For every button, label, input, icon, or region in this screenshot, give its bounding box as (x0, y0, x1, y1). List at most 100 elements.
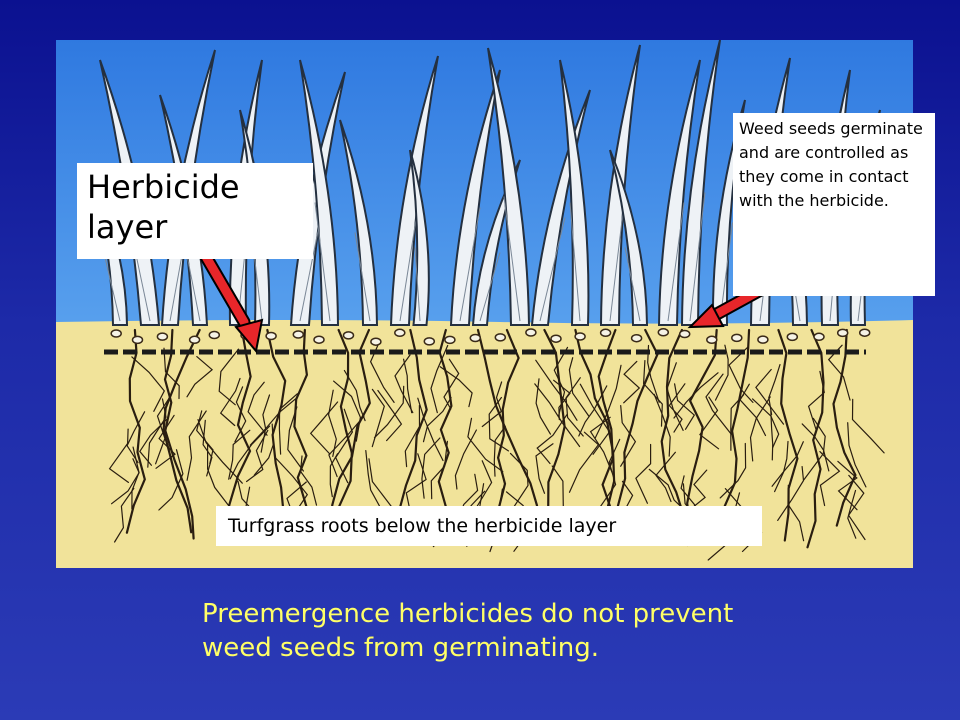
root-branch (403, 358, 413, 414)
root-branch (535, 378, 551, 435)
root-branch (219, 377, 241, 427)
root-branch (599, 438, 621, 508)
root-branch (405, 453, 427, 520)
root-branch (278, 393, 298, 455)
root-branch (774, 440, 789, 493)
root-branch (186, 356, 214, 398)
root-strand (331, 328, 371, 530)
weed-seed (265, 331, 277, 341)
root-branch (568, 357, 590, 417)
weed-seed (599, 328, 612, 338)
root-strand (163, 328, 195, 540)
root-branch (229, 425, 271, 480)
root-branch (739, 383, 767, 437)
root-branch (111, 458, 140, 505)
root-branch (430, 440, 448, 500)
root-branch (131, 356, 166, 412)
root-branch (430, 344, 449, 414)
root-branch (847, 489, 857, 539)
root-branch (755, 368, 785, 425)
weed-seed (156, 332, 169, 341)
root-branch (287, 406, 304, 472)
root-branch (309, 401, 339, 455)
root-branch (371, 388, 385, 448)
root-branch (481, 381, 503, 428)
root-branch (439, 366, 473, 408)
root-branch (343, 369, 366, 422)
grass-blade (449, 69, 501, 326)
root-branch (394, 354, 414, 414)
root-branch (535, 443, 554, 494)
root-strand (389, 328, 428, 534)
root-branch (714, 344, 729, 401)
root-branch (534, 383, 581, 448)
root-branch (719, 442, 747, 499)
root-branch (771, 441, 804, 487)
weed-seeds-label: Weed seeds germinate and are controlled … (733, 113, 935, 296)
root-branch (589, 416, 613, 473)
root-branch (234, 386, 247, 443)
root-branch (249, 397, 298, 446)
root-branch (803, 417, 826, 481)
weed-seed (858, 328, 871, 337)
root-branch (851, 398, 885, 454)
grass-blade-vein (104, 257, 121, 322)
root-branch (207, 443, 234, 513)
weed-seed (731, 333, 743, 343)
root-branch (770, 410, 774, 461)
root-branch (642, 360, 663, 427)
grass-blade-vein (479, 252, 501, 322)
weed-seed (469, 333, 482, 343)
grass-blade-vein (667, 202, 685, 322)
weed-seed (494, 333, 507, 342)
root-branch (404, 404, 421, 468)
grass-blade-vein (503, 196, 521, 322)
grass-blade-vein (609, 194, 626, 322)
root-branch (299, 455, 318, 506)
root-branch (333, 380, 362, 442)
root-branch (578, 385, 608, 437)
weed-seed (836, 328, 849, 338)
grass-blade-vein (414, 247, 421, 322)
root-branch (594, 364, 622, 439)
root-branch (620, 405, 637, 467)
grass-blade (339, 119, 379, 326)
weed-seed (678, 329, 691, 339)
root-branch (329, 453, 339, 498)
root-branch (768, 364, 781, 415)
herbicide-layer-label: Herbicide layer (77, 163, 313, 259)
root-branch (568, 431, 600, 493)
root-branch (246, 429, 269, 483)
root-branch (674, 383, 696, 430)
grass-blade-vein (569, 202, 581, 322)
weed-seed (313, 335, 325, 344)
root-branch (328, 415, 365, 478)
arrow-to-herbicide-layer (198, 248, 264, 354)
caption-line-1: Preemergence herbicides do not prevent (202, 599, 734, 629)
grass-blade-vein (624, 247, 641, 322)
weed-seed (786, 332, 799, 342)
weed-seed (574, 332, 586, 341)
grass-blade-vein (459, 207, 481, 322)
root-branch (422, 397, 452, 443)
weed-seed (423, 337, 436, 346)
root-branch (787, 484, 805, 542)
root-branch (749, 396, 771, 462)
root-branch (377, 389, 403, 442)
root-branch (673, 372, 719, 419)
turfgrass-roots (108, 328, 885, 561)
root-branch (535, 359, 578, 421)
root-strand (721, 328, 751, 540)
weed-seed (394, 328, 406, 338)
root-branch (155, 398, 170, 465)
weed-seed (550, 334, 562, 343)
weed-seed (657, 328, 670, 337)
root-strand (597, 328, 617, 538)
weed-seed (110, 329, 122, 338)
root-branch (186, 410, 207, 481)
root-branch (421, 437, 441, 499)
root-branch (819, 451, 841, 507)
weed-seed (292, 330, 305, 339)
root-branch (685, 469, 708, 514)
root-branch (202, 419, 213, 477)
